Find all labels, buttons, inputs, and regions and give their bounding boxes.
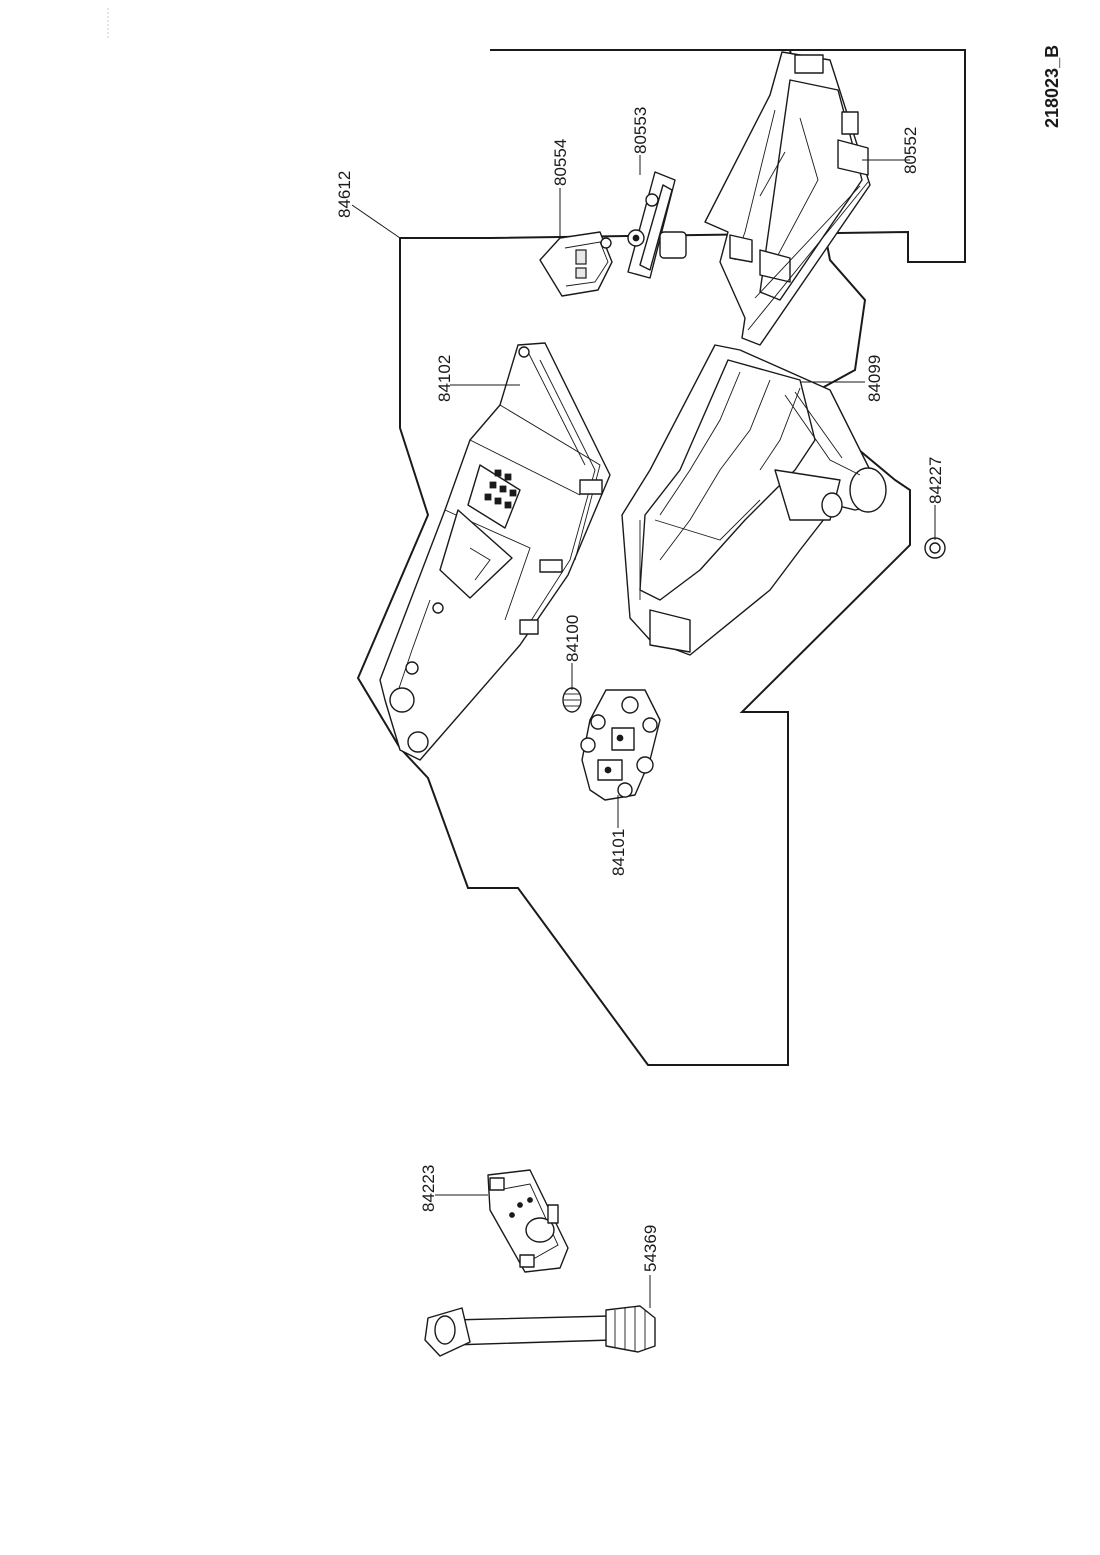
label-84223: 84223 bbox=[419, 1165, 438, 1212]
label-54369: 54369 bbox=[641, 1225, 660, 1272]
part-84100 bbox=[562, 687, 582, 713]
part-80554 bbox=[539, 231, 613, 297]
assembly-outline-84612 bbox=[356, 49, 966, 1066]
part-84099 bbox=[621, 344, 887, 656]
part-54369 bbox=[424, 1305, 656, 1357]
part-84227 bbox=[924, 537, 946, 559]
part-80552 bbox=[704, 51, 871, 346]
label-80554: 80554 bbox=[551, 139, 570, 186]
part-80553 bbox=[627, 171, 687, 279]
label-84227: 84227 bbox=[926, 457, 945, 504]
label-84612: 84612 bbox=[335, 171, 354, 218]
label-84101: 84101 bbox=[609, 829, 628, 876]
leader-lines bbox=[351, 155, 936, 1308]
leader-84612 bbox=[351, 204, 401, 239]
label-84100: 84100 bbox=[563, 615, 582, 662]
part-84223 bbox=[487, 1169, 569, 1273]
button-matrix bbox=[484, 469, 517, 509]
label-84099: 84099 bbox=[865, 355, 884, 402]
part-84102 bbox=[379, 342, 611, 761]
label-80552: 80552 bbox=[901, 127, 920, 174]
label-84102: 84102 bbox=[435, 355, 454, 402]
part-84101 bbox=[580, 689, 661, 801]
callout-labels: 84612 80552 80553 80554 84102 84099 8422… bbox=[335, 107, 945, 1272]
label-80553: 80553 bbox=[631, 107, 650, 154]
document-reference: 218023_B bbox=[1042, 45, 1062, 128]
